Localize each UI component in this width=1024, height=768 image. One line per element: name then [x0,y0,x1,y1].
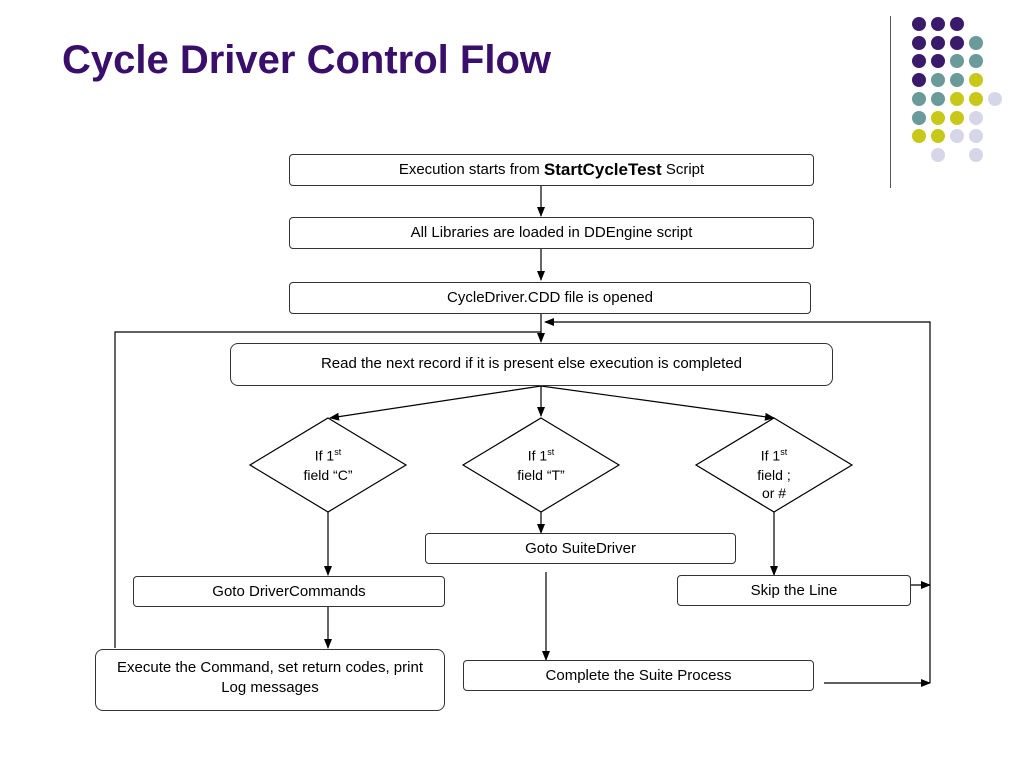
execute-command-box: Execute the Command, set return codes, p… [95,649,445,711]
decision-t-diamond [461,417,621,513]
start-box: Execution starts from StartCycleTest Scr… [289,154,814,186]
decision-c-label: If 1st field “C” [303,447,353,483]
decorative-divider [890,16,891,188]
start-suffix: Script [665,161,705,179]
goto-commands-box: Goto DriverCommands [133,576,445,607]
arrow-read-to-decision-skip [540,385,775,421]
skip-line-box: Skip the Line [677,575,911,606]
open-file-box: CycleDriver.CDD file is opened [289,282,811,314]
start-prefix: Execution starts from [398,161,540,179]
decision-skip-diamond [694,417,854,513]
decision-t-label: If 1st field “T” [517,447,565,483]
arrow-read-to-decision-c [329,385,542,421]
decision-skip-label: If 1st field ; or # [757,447,791,502]
decision-c-diamond [248,417,408,513]
complete-suite-box: Complete the Suite Process [463,660,814,691]
read-record-box: Read the next record if it is present el… [230,343,833,386]
loop-execute-back-to-read [114,331,541,648]
load-libraries-box: All Libraries are loaded in DDEngine scr… [289,217,814,249]
goto-suite-box: Goto SuiteDriver [425,533,736,564]
start-script-name: StartCycleTest [543,159,662,179]
loop-right-back-to-read [544,318,931,683]
slide-title: Cycle Driver Control Flow [62,38,551,82]
